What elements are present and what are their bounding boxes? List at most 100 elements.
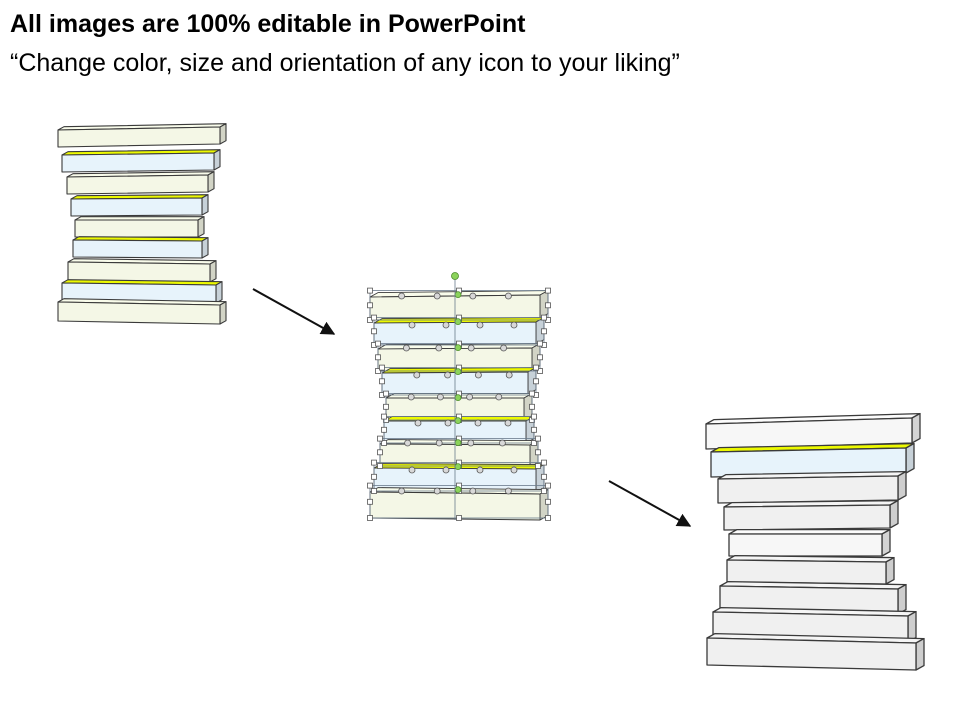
resize-handle[interactable]: [381, 440, 387, 446]
resize-handle[interactable]: [541, 314, 547, 321]
vertex-handle[interactable]: [467, 344, 475, 352]
vertex-handle[interactable]: [495, 393, 503, 401]
resize-handle[interactable]: [375, 354, 381, 361]
resize-handle[interactable]: [379, 378, 385, 385]
resize-handle[interactable]: [535, 463, 541, 469]
vertex-handle[interactable]: [504, 292, 512, 300]
resize-handle[interactable]: [377, 449, 383, 456]
resize-handle[interactable]: [545, 302, 551, 309]
arrow-right-down-icon: [608, 480, 692, 527]
resize-handle[interactable]: [371, 459, 377, 466]
resize-handle[interactable]: [531, 440, 537, 446]
vertex-handle[interactable]: [414, 419, 422, 427]
book-stack-icon[interactable]: [57, 123, 227, 325]
vertex-handle[interactable]: [433, 292, 441, 300]
vertex-handle[interactable]: [444, 371, 452, 379]
vertex-handle[interactable]: [435, 344, 443, 352]
rotate-handle[interactable]: [454, 344, 462, 352]
resize-handle[interactable]: [541, 488, 547, 494]
vertex-handle[interactable]: [467, 439, 475, 447]
resize-handle[interactable]: [531, 426, 537, 433]
resize-handle[interactable]: [379, 364, 385, 371]
resize-handle[interactable]: [529, 403, 535, 410]
rotate-handle[interactable]: [454, 417, 462, 425]
resize-handle[interactable]: [367, 498, 373, 505]
resize-handle[interactable]: [537, 368, 543, 374]
rotate-handle[interactable]: [454, 318, 462, 326]
resize-handle[interactable]: [367, 302, 373, 309]
vertex-handle[interactable]: [476, 321, 484, 329]
resize-handle[interactable]: [371, 473, 377, 480]
resize-handle[interactable]: [545, 482, 551, 489]
rotate-handle[interactable]: [454, 291, 462, 299]
resize-handle[interactable]: [375, 340, 381, 347]
rotate-handle[interactable]: [454, 463, 462, 471]
vertex-handle[interactable]: [504, 419, 512, 427]
resize-handle[interactable]: [535, 435, 541, 442]
resize-handle[interactable]: [367, 287, 373, 294]
vertex-handle[interactable]: [398, 487, 406, 495]
resize-handle[interactable]: [541, 459, 547, 466]
rotate-handle[interactable]: [454, 439, 462, 447]
vertex-handle[interactable]: [500, 344, 508, 352]
book-front-face: [74, 219, 199, 238]
slide-title: All images are 100% editable in PowerPoi…: [10, 10, 526, 38]
resize-handle[interactable]: [545, 287, 551, 294]
resize-handle[interactable]: [383, 403, 389, 410]
vertex-handle[interactable]: [407, 393, 415, 401]
resize-handle[interactable]: [375, 368, 381, 374]
vertex-handle[interactable]: [398, 292, 406, 300]
resize-handle[interactable]: [533, 364, 539, 371]
resize-handle[interactable]: [541, 473, 547, 480]
vertex-handle[interactable]: [498, 439, 506, 447]
vertex-handle[interactable]: [413, 371, 421, 379]
resize-handle[interactable]: [381, 426, 387, 433]
resize-handle[interactable]: [456, 515, 462, 521]
vertex-handle[interactable]: [474, 419, 482, 427]
rotate-handle[interactable]: [454, 368, 462, 376]
vertex-handle[interactable]: [408, 466, 416, 474]
vertex-handle[interactable]: [476, 466, 484, 474]
resize-handle[interactable]: [545, 498, 551, 505]
resize-handle[interactable]: [529, 390, 535, 397]
vertex-handle[interactable]: [505, 371, 513, 379]
rotate-handle[interactable]: [451, 272, 459, 280]
resize-handle[interactable]: [531, 413, 537, 420]
resize-handle[interactable]: [541, 328, 547, 335]
book-stack-gray-icon[interactable]: [705, 412, 925, 671]
vertex-handle[interactable]: [510, 466, 518, 474]
rotate-handle[interactable]: [454, 486, 462, 494]
resize-handle[interactable]: [371, 314, 377, 321]
vertex-handle[interactable]: [408, 321, 416, 329]
vertex-handle[interactable]: [404, 439, 412, 447]
vertex-handle[interactable]: [474, 371, 482, 379]
vertex-handle[interactable]: [442, 321, 450, 329]
resize-handle[interactable]: [383, 390, 389, 397]
resize-handle[interactable]: [537, 354, 543, 361]
vertex-handle[interactable]: [435, 439, 443, 447]
resize-handle[interactable]: [371, 488, 377, 494]
vertex-handle[interactable]: [402, 344, 410, 352]
vertex-handle[interactable]: [436, 393, 444, 401]
resize-handle[interactable]: [377, 463, 383, 469]
vertex-handle[interactable]: [504, 487, 512, 495]
resize-handle[interactable]: [371, 328, 377, 335]
vertex-handle[interactable]: [510, 321, 518, 329]
resize-handle[interactable]: [533, 378, 539, 385]
vertex-handle[interactable]: [469, 487, 477, 495]
resize-handle[interactable]: [537, 340, 543, 347]
resize-handle[interactable]: [367, 482, 373, 489]
vertex-handle[interactable]: [466, 393, 474, 401]
rotate-handle[interactable]: [454, 394, 462, 402]
vertex-handle[interactable]: [469, 292, 477, 300]
resize-handle[interactable]: [545, 515, 551, 521]
vertex-handle[interactable]: [442, 466, 450, 474]
resize-handle[interactable]: [367, 515, 373, 521]
resize-handle[interactable]: [535, 449, 541, 456]
vertex-handle[interactable]: [433, 487, 441, 495]
book-side-face: [905, 442, 915, 474]
book-stack-selected-icon[interactable]: [367, 272, 551, 521]
vertex-handle[interactable]: [444, 419, 452, 427]
resize-handle[interactable]: [381, 413, 387, 420]
resize-handle[interactable]: [377, 435, 383, 442]
